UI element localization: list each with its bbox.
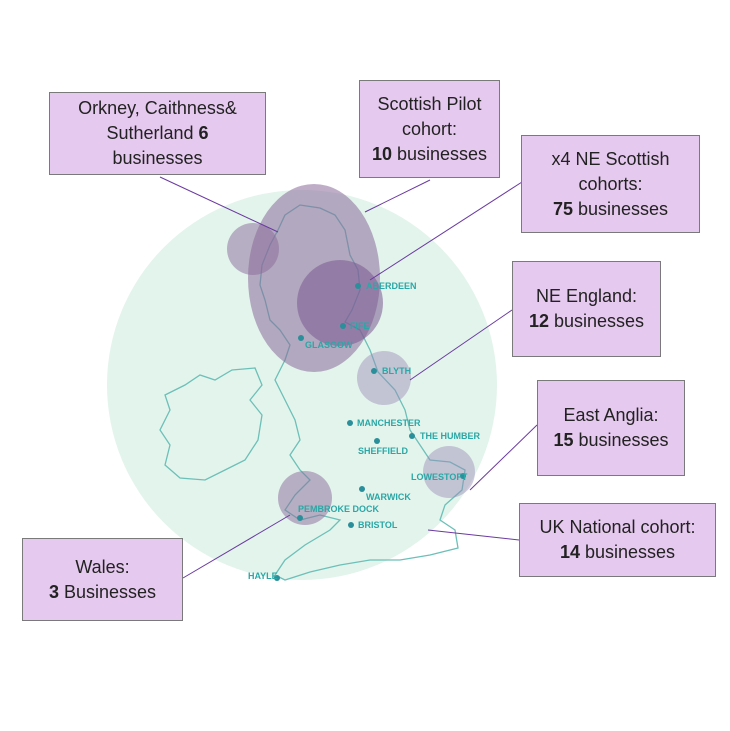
callout-wales-suffix: Businesses (63, 581, 157, 602)
leader-ne-scottish (369, 181, 523, 281)
callout-orkney-line2: Sutherland (106, 123, 194, 143)
callout-uk-national-count: 14 (559, 542, 580, 562)
city-dot-the-humber (409, 433, 415, 439)
city-label-pembroke-dock: PEMBROKE DOCK (298, 504, 380, 514)
callout-ne-england-count: 12 (528, 311, 549, 331)
callout-orkney-count: 6 (198, 123, 209, 143)
leader-east-anglia (469, 424, 538, 491)
leader-uk-national (427, 529, 520, 541)
callout-ne-scottish: x4 NE Scottish cohorts: 75 businesses (521, 135, 700, 233)
city-label-the-humber: THE HUMBER (420, 431, 480, 441)
city-dot-manchester (347, 420, 353, 426)
ireland-coastline (159, 367, 263, 481)
callout-ne-scottish-line2: cohorts: (578, 173, 643, 194)
callout-scottish-pilot: Scottish Pilot cohort: 10 businesses (359, 80, 500, 178)
city-dot-blyth (371, 368, 377, 374)
city-label-blyth: BLYTH (382, 366, 411, 376)
callout-east-anglia-line1: East Anglia: (563, 405, 659, 425)
city-markers: ABERDEEN FIFE GLASGOW BLYTH MANCHESTER S… (248, 281, 480, 581)
city-label-bristol: BRISTOL (358, 520, 398, 530)
callout-scottish-pilot-suffix: businesses (396, 143, 488, 164)
orkney-region (227, 223, 279, 275)
city-label-manchester: MANCHESTER (357, 418, 421, 428)
city-dot-sheffield (374, 438, 380, 444)
leader-ne-england (409, 309, 513, 381)
city-dot-aberdeen (355, 283, 361, 289)
city-dot-pembroke-dock (297, 515, 303, 521)
callout-ne-england-suffix: businesses (553, 311, 645, 331)
callout-uk-national: UK National cohort: 14 businesses (519, 503, 716, 577)
callout-wales: Wales: 3 Businesses (22, 538, 183, 621)
callout-scottish-pilot-line2: cohort: (401, 118, 458, 139)
callout-scottish-pilot-count: 10 (371, 143, 392, 164)
leader-scottish-pilot (364, 179, 431, 213)
east-anglia-region (423, 446, 475, 498)
leader-wales (182, 514, 291, 579)
callout-ne-scottish-line1: x4 NE Scottish (551, 148, 670, 169)
callout-orkney-line3: businesses (112, 148, 203, 168)
callout-wales-line1: Wales: (75, 556, 130, 577)
city-label-sheffield: SHEFFIELD (358, 446, 409, 456)
leader-orkney (159, 176, 279, 233)
city-label-lowestoft: LOWESTOFT (411, 472, 468, 482)
callout-uk-national-suffix: businesses (584, 542, 676, 562)
city-label-warwick: WARWICK (366, 492, 411, 502)
city-label-hayle: HAYLE (248, 571, 278, 581)
city-dot-lowestoft (460, 473, 466, 479)
city-dot-glasgow (298, 335, 304, 341)
city-dot-warwick (359, 486, 365, 492)
city-dot-fife (340, 323, 346, 329)
city-dot-bristol (348, 522, 354, 528)
wales-region (278, 471, 332, 525)
callout-orkney-line1: Orkney, Caithness& (78, 98, 237, 118)
callout-ne-england-line1: NE England: (535, 286, 638, 306)
city-dot-hayle (274, 575, 280, 581)
city-label-fife: FIFE (350, 321, 370, 331)
ne-england-region (357, 351, 411, 405)
city-label-glasgow: GLASGOW (305, 340, 353, 350)
leader-lines (159, 176, 538, 579)
callout-wales-count: 3 (48, 581, 59, 602)
callout-uk-national-line1: UK National cohort: (539, 517, 696, 537)
callout-scottish-pilot-line1: Scottish Pilot (377, 93, 482, 114)
callout-orkney: Orkney, Caithness& Sutherland 6 business… (49, 92, 266, 175)
callout-east-anglia-suffix: businesses (578, 430, 669, 450)
callout-ne-scottish-suffix: businesses (577, 198, 669, 219)
ne-scottish-region (297, 260, 383, 346)
callout-east-anglia: East Anglia: 15 businesses (537, 380, 685, 476)
callout-east-anglia-count: 15 (553, 430, 574, 450)
background-circle (107, 190, 497, 580)
callout-ne-england: NE England: 12 businesses (512, 261, 661, 357)
city-label-aberdeen: ABERDEEN (366, 281, 417, 291)
callout-ne-scottish-count: 75 (552, 198, 573, 219)
